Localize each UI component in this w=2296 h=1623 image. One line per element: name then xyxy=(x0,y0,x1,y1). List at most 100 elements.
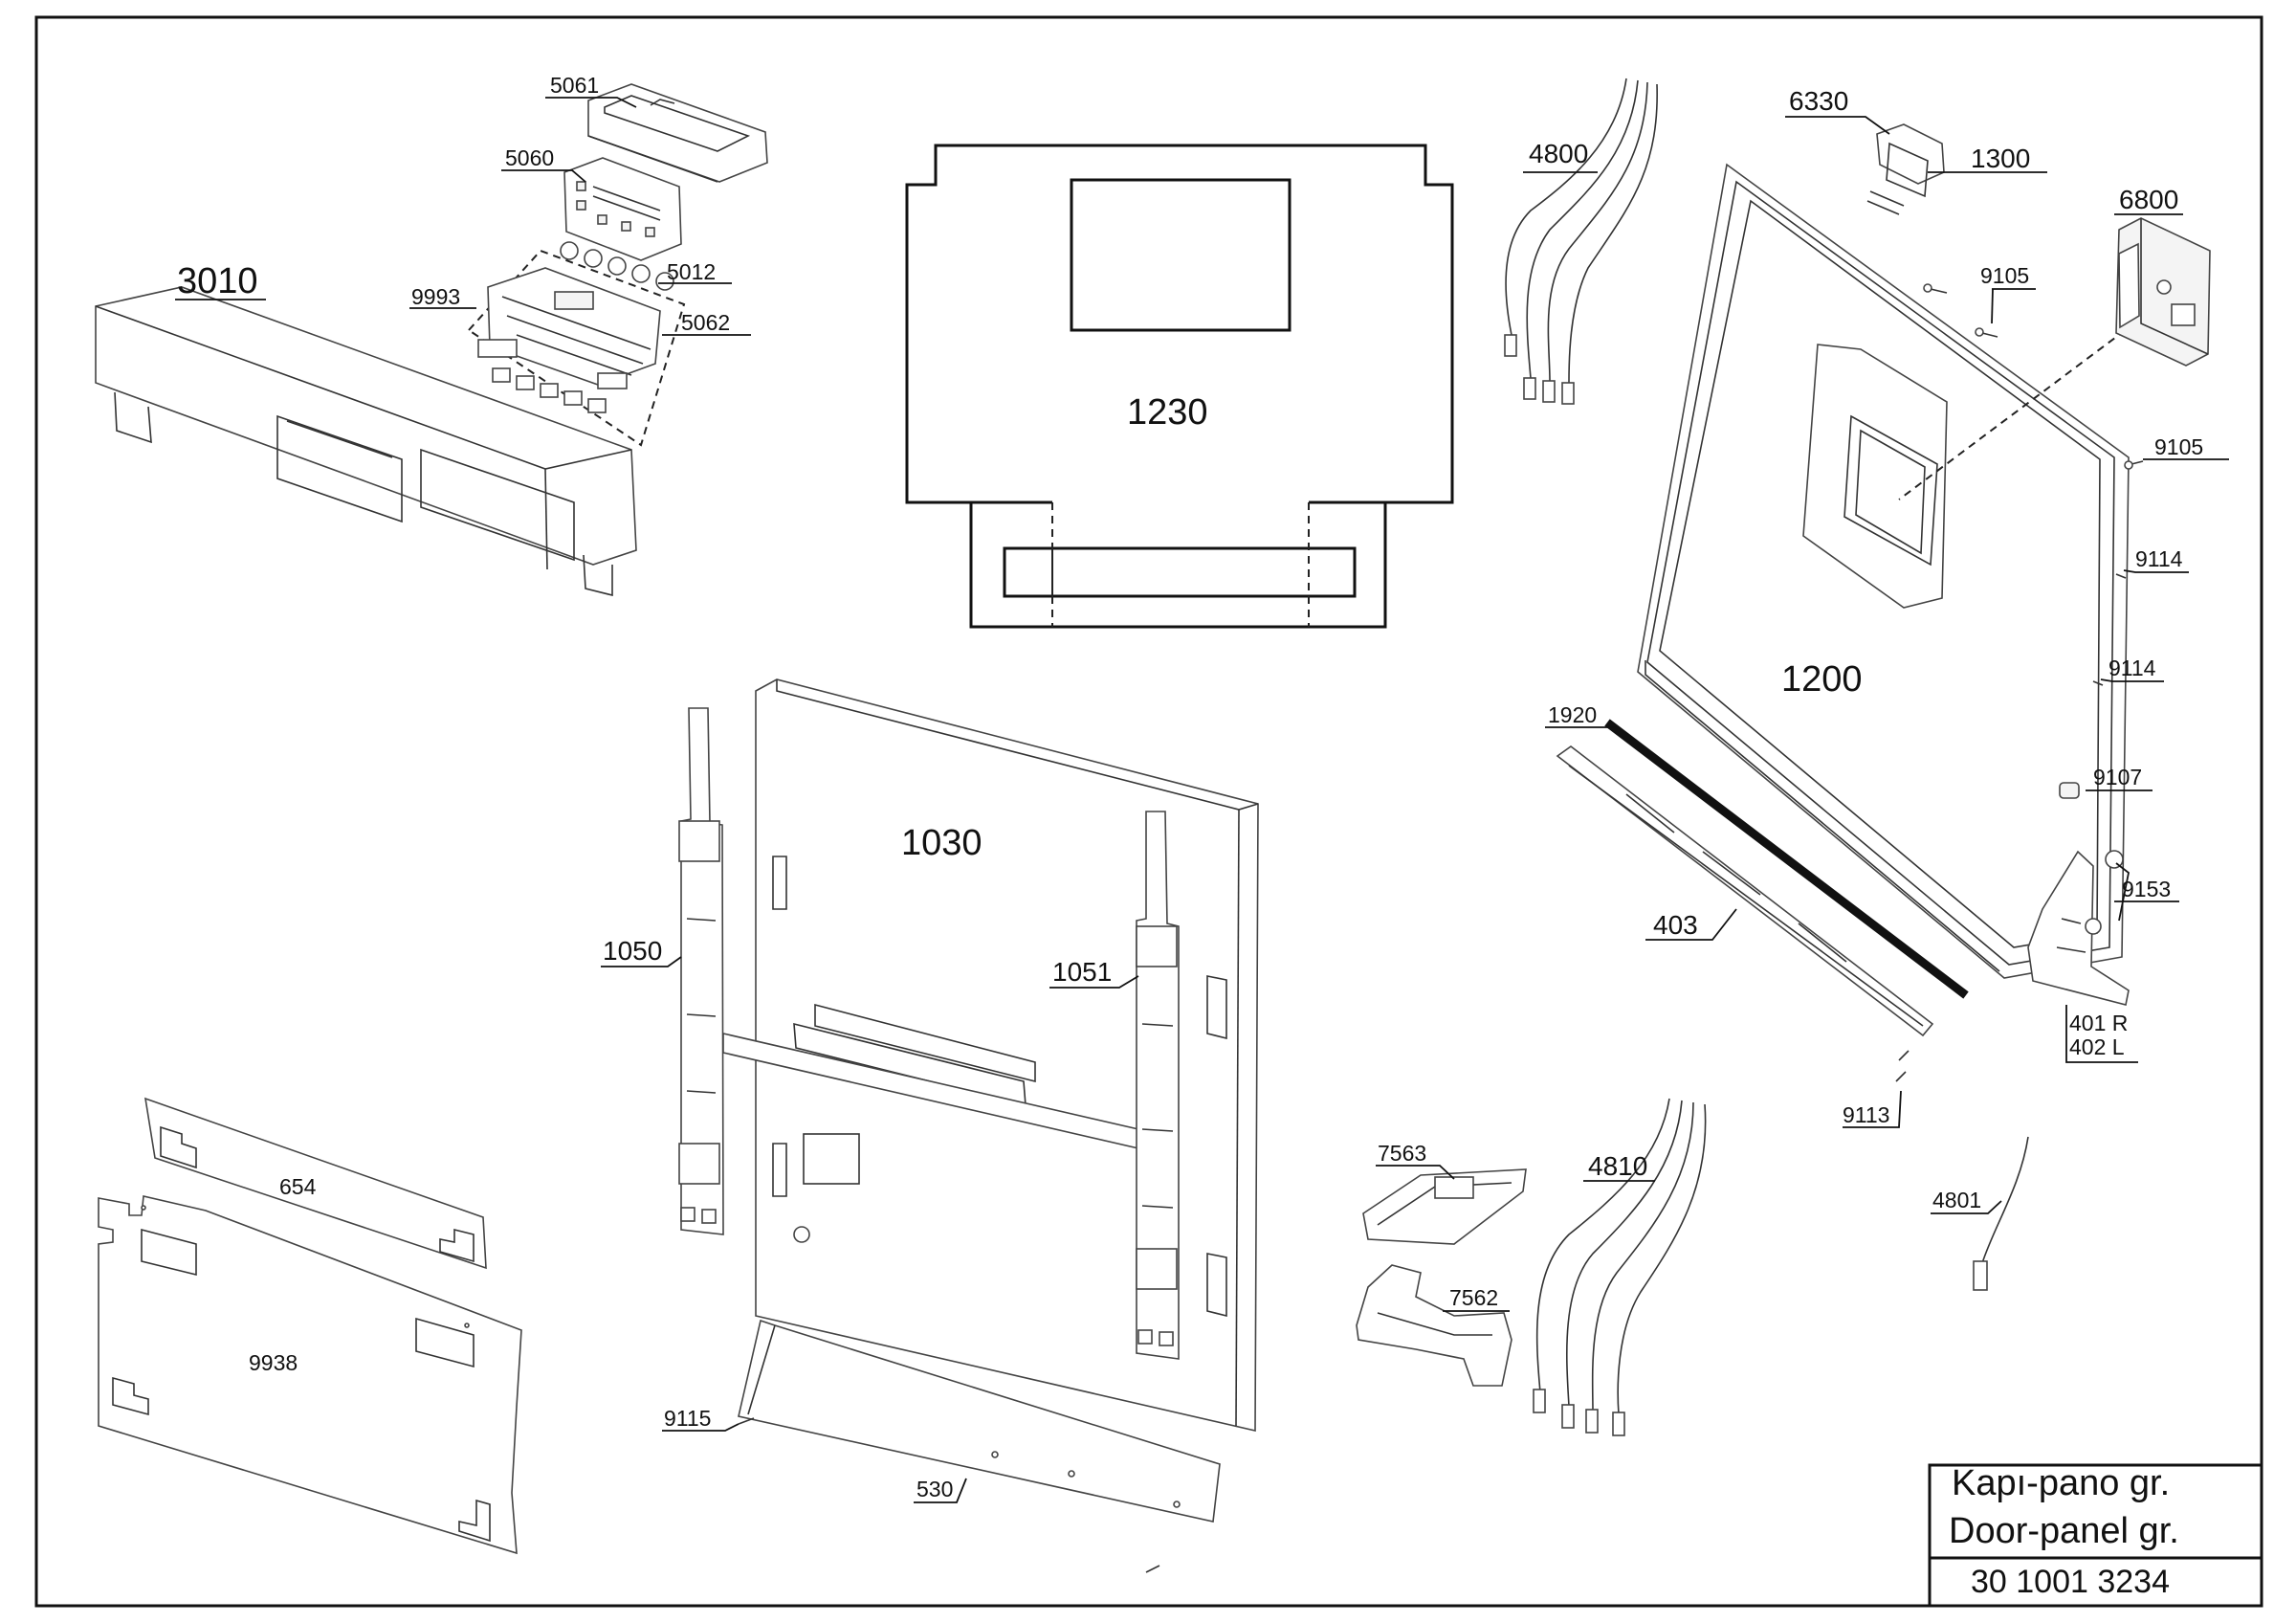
part-5012-buttons xyxy=(560,241,674,291)
part-9993-board-assembly xyxy=(467,249,686,447)
label-4800: 4800 xyxy=(1523,139,1598,173)
label-9107: 9107 xyxy=(2086,765,2152,791)
label-1920: 1920 xyxy=(1545,702,1617,728)
svg-text:9938: 9938 xyxy=(249,1350,298,1375)
part-5061-cover xyxy=(587,83,768,183)
part-1030-outer-door xyxy=(755,678,1259,1433)
label-9114-bottom: 9114 xyxy=(2100,656,2164,682)
part-6800-dispenser xyxy=(2115,217,2211,367)
svg-text:5012: 5012 xyxy=(667,259,716,284)
label-4810: 4810 xyxy=(1583,1151,1655,1182)
svg-text:5060: 5060 xyxy=(505,145,554,170)
svg-text:530: 530 xyxy=(916,1477,953,1501)
label-5062: 5062 xyxy=(662,310,751,336)
label-9993: 9993 xyxy=(409,284,476,309)
svg-text:7562: 7562 xyxy=(1449,1285,1498,1310)
label-4801: 4801 xyxy=(1931,1188,2002,1214)
svg-text:6330: 6330 xyxy=(1789,86,1848,116)
part-4810-cable-harness xyxy=(1533,1098,1707,1436)
label-6800: 6800 xyxy=(2114,185,2183,215)
svg-text:5061: 5061 xyxy=(550,73,599,98)
svg-text:401 R: 401 R xyxy=(2069,1011,2128,1035)
part-1050-bracket-left xyxy=(678,707,724,1235)
svg-text:9105: 9105 xyxy=(1980,263,2029,288)
label-9938: 9938 xyxy=(249,1350,298,1375)
svg-text:5062: 5062 xyxy=(681,310,730,335)
label-530: 530 xyxy=(914,1477,967,1503)
svg-text:654: 654 xyxy=(279,1174,317,1199)
svg-text:402 L: 402 L xyxy=(2069,1034,2125,1059)
svg-text:4800: 4800 xyxy=(1529,139,1588,168)
label-5012: 5012 xyxy=(658,259,732,284)
svg-text:1051: 1051 xyxy=(1052,957,1112,987)
part-4801-wire xyxy=(1973,1136,2029,1291)
label-1051: 1051 xyxy=(1049,957,1139,989)
svg-text:9105: 9105 xyxy=(2154,434,2203,459)
label-9153: 9153 xyxy=(2114,862,2179,922)
part-401-402-hinge xyxy=(2027,850,2130,1006)
svg-text:9993: 9993 xyxy=(411,284,460,309)
svg-text:9153: 9153 xyxy=(2122,877,2171,901)
label-1200: 1200 xyxy=(1781,659,1863,700)
label-9105-right: 9105 xyxy=(2143,434,2229,460)
svg-text:6800: 6800 xyxy=(2119,185,2178,214)
svg-text:1920: 1920 xyxy=(1548,702,1597,727)
label-7562: 7562 xyxy=(1443,1285,1510,1312)
svg-text:1050: 1050 xyxy=(603,936,662,966)
drawing-frame xyxy=(34,15,2263,1608)
screws-9105-9114 xyxy=(1923,283,2144,799)
part-403-rail xyxy=(1556,745,1934,1037)
svg-text:9114: 9114 xyxy=(2135,546,2183,571)
label-403: 403 xyxy=(1645,908,1737,941)
title-line-2: Door-panel gr. xyxy=(1949,1511,2179,1551)
part-1920-seal xyxy=(1604,719,1969,999)
screws-9113 xyxy=(1895,1050,1910,1082)
label-9115: 9115 xyxy=(662,1406,740,1432)
part-9938-template xyxy=(98,1195,522,1555)
label-401-402: 401 R 402 L xyxy=(2065,1005,2138,1063)
title-part-number: 30 1001 3234 xyxy=(1971,1564,2170,1600)
screw-9115 xyxy=(738,1417,755,1425)
label-1030: 1030 xyxy=(901,823,982,863)
part-3010-control-panel xyxy=(95,286,637,597)
label-1050: 1050 xyxy=(601,936,682,967)
label-9105-top: 9105 xyxy=(1980,263,2036,324)
title-line-1: Kapı-pano gr. xyxy=(1952,1463,2170,1503)
svg-text:9113: 9113 xyxy=(1843,1102,1889,1127)
label-6330: 6330 xyxy=(1785,86,1890,135)
label-5061: 5061 xyxy=(545,73,637,108)
label-1230: 1230 xyxy=(1127,392,1208,433)
part-1051-bracket-right xyxy=(1136,811,1180,1360)
label-654: 654 xyxy=(279,1174,317,1199)
label-1300: 1300 xyxy=(1928,144,2047,173)
part-5060-display-label xyxy=(563,157,682,261)
svg-text:1030: 1030 xyxy=(901,823,982,863)
assembly-line-6800 xyxy=(1898,305,2158,500)
part-7562 xyxy=(1356,1264,1512,1387)
svg-text:4810: 4810 xyxy=(1588,1151,1647,1181)
part-6330-1300-bracket xyxy=(1866,123,1945,215)
svg-text:1230: 1230 xyxy=(1127,392,1208,433)
svg-text:9107: 9107 xyxy=(2093,765,2142,789)
part-7563 xyxy=(1362,1168,1527,1245)
label-7563: 7563 xyxy=(1376,1141,1455,1180)
part-1230-insulation xyxy=(905,144,1454,629)
svg-text:3010: 3010 xyxy=(177,261,258,301)
label-9113: 9113 xyxy=(1843,1090,1902,1128)
label-5060: 5060 xyxy=(501,145,586,183)
title-block: Kapı-pano gr. Door-panel gr. 30 1001 323… xyxy=(1928,1463,2263,1608)
part-1200-inner-door xyxy=(1637,163,2130,979)
svg-text:1200: 1200 xyxy=(1781,659,1863,700)
svg-text:403: 403 xyxy=(1653,910,1698,940)
part-654-template xyxy=(144,1097,487,1270)
svg-text:9115: 9115 xyxy=(664,1406,711,1431)
label-3010: 3010 xyxy=(175,261,266,301)
svg-text:7563: 7563 xyxy=(1378,1141,1426,1166)
part-530-kick-strip xyxy=(738,1319,1221,1573)
label-9114-top: 9114 xyxy=(2123,546,2189,573)
svg-text:4801: 4801 xyxy=(1932,1188,1981,1212)
svg-text:9114: 9114 xyxy=(2108,656,2156,680)
svg-text:1300: 1300 xyxy=(1971,144,2030,173)
part-4800-cable-harness xyxy=(1504,78,1658,405)
